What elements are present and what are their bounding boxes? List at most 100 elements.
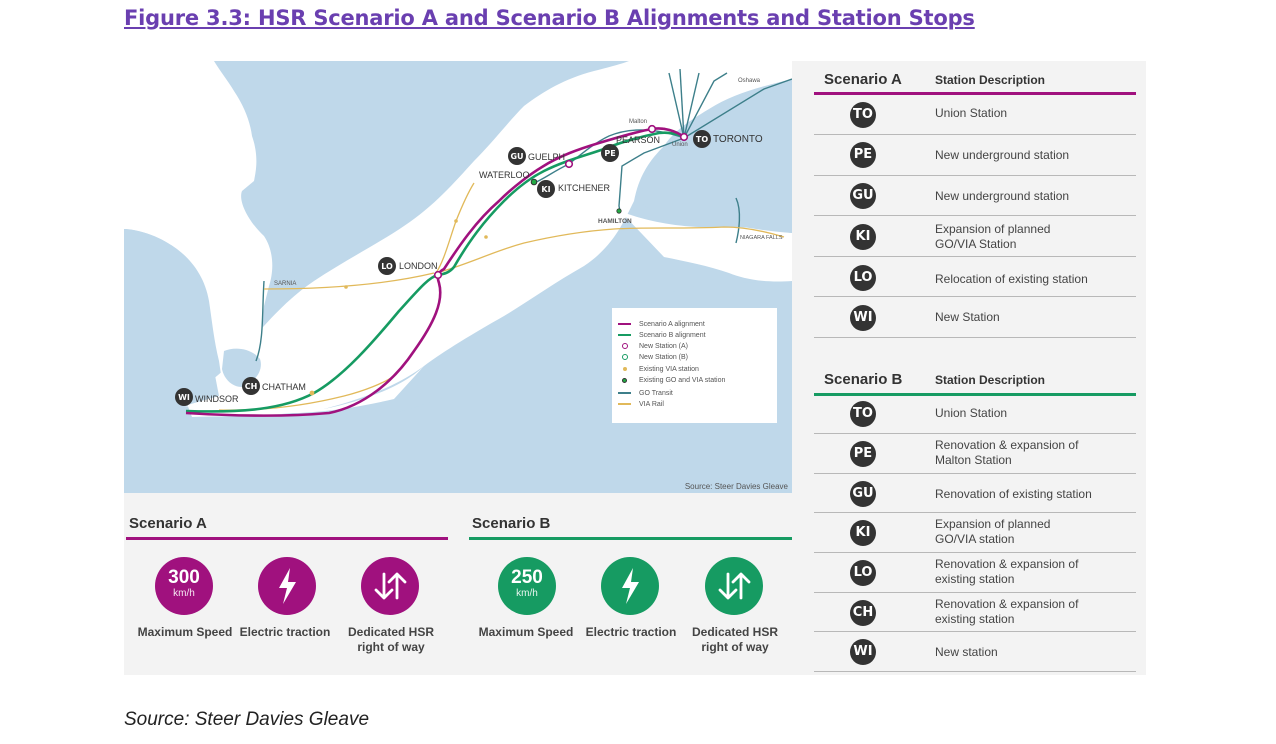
via-stop <box>484 235 488 239</box>
summary-a-rule <box>126 537 448 540</box>
station-badge: PE <box>850 441 876 467</box>
speed-value: 300 <box>168 567 200 588</box>
table-b-col-header: Station Description <box>935 373 1046 387</box>
station-desc: Union Station <box>935 406 1008 420</box>
station-badge: PE <box>850 142 876 168</box>
label-toronto: TORONTO <box>713 134 763 145</box>
two-way-arrows-icon <box>361 557 419 615</box>
legend-label: Scenario B alignment <box>639 332 706 339</box>
table-a-header: Scenario A <box>824 71 902 88</box>
legend-item: New Station (B) <box>618 354 688 361</box>
badge-lo-text: LO <box>381 262 393 271</box>
station-desc: New station <box>935 645 998 659</box>
scenario-a-route <box>185 127 685 417</box>
route-map: Oshawa Malton Union HAMILTON NIAGARA FAL… <box>124 61 792 493</box>
legend-label: Existing VIA station <box>639 366 699 373</box>
legend-swatch <box>618 334 631 337</box>
legend-swatch <box>618 403 631 405</box>
table-row: KI Expansion of planned GO/VIA station <box>814 513 1136 553</box>
lake-ontario <box>642 83 792 233</box>
station-london <box>433 270 443 280</box>
legend-swatch <box>618 323 631 326</box>
legend-label: New Station (A) <box>639 343 689 350</box>
legend-label: Existing GO and VIA station <box>639 377 726 384</box>
summary-b-header: Scenario B <box>472 515 551 532</box>
speed-badge-b: 250 km/h <box>498 557 556 615</box>
table-row: LO Relocation of existing station <box>814 257 1136 297</box>
land-windsor <box>184 366 424 413</box>
label-waterloo: WATERLOO <box>479 170 530 180</box>
legend-label: New Station (B) <box>639 354 689 361</box>
feature-label-traction: Electric traction <box>585 625 677 639</box>
station-desc: New Station <box>935 310 1000 324</box>
station-desc: Relocation of existing station <box>935 272 1088 286</box>
label-niagara: NIAGARA FALLS <box>740 235 783 241</box>
badge-ch-text: CH <box>245 382 258 391</box>
summary-b-rule <box>469 537 792 540</box>
legend-item: GO Transit <box>618 390 673 397</box>
legend-label: VIA Rail <box>639 401 664 408</box>
via-stop <box>454 219 458 223</box>
source-note: Source: Steer Davies Gleave <box>124 709 370 730</box>
badge-ki <box>537 180 555 198</box>
map-canvas: Oshawa Malton Union HAMILTON NIAGARA FAL… <box>124 61 792 493</box>
station-badge: CH <box>850 600 876 626</box>
station-desc: New underground station <box>935 148 1070 162</box>
feature-label-row: Dedicated HSR right of way <box>347 625 435 654</box>
feature-label-speed: Maximum Speed <box>137 625 233 639</box>
speed-badge-a: 300 km/h <box>155 557 213 615</box>
label-malton: Malton <box>629 119 647 125</box>
feature-label-row: Dedicated HSR right of way <box>691 625 779 654</box>
station-badge: WI <box>850 305 876 331</box>
legend-label: GO Transit <box>639 390 673 397</box>
label-london: LONDON <box>399 261 438 271</box>
station-badge: KI <box>850 520 876 546</box>
land-main <box>186 61 792 417</box>
station-pearson <box>647 124 657 134</box>
speed-unit: km/h <box>516 588 538 599</box>
station-desc: Renovation of existing station <box>935 487 1092 501</box>
legend-item: Scenario B alignment <box>618 332 706 339</box>
speed-unit: km/h <box>173 588 195 599</box>
badge-lo <box>378 257 396 275</box>
two-way-arrows-icon <box>705 557 763 615</box>
table-row: PE Renovation & expansion of Malton Stat… <box>814 434 1136 474</box>
station-desc: Expansion of planned GO/VIA station <box>935 517 1051 546</box>
legend-item: VIA Rail <box>618 401 664 408</box>
badge-wi-text: WI <box>178 393 190 402</box>
feature-label-traction: Electric traction <box>239 625 331 639</box>
station-guelph <box>564 159 574 169</box>
station-badge: LO <box>850 265 876 291</box>
label-guelph: GUELPH <box>528 152 565 162</box>
lightning-icon <box>601 557 659 615</box>
label-chatham: CHATHAM <box>262 382 306 392</box>
table-row: LO Renovation & expansion of existing st… <box>814 553 1136 593</box>
table-row: GU New underground station <box>814 176 1136 216</box>
station-desc: Expansion of planned GO/VIA Station <box>935 222 1051 251</box>
table-row: WI New station <box>814 632 1136 672</box>
summary-a-header: Scenario A <box>129 515 207 532</box>
legend-item: Existing VIA station <box>618 366 699 373</box>
station-chatham <box>309 390 315 396</box>
legend-label: Scenario A alignment <box>639 321 705 328</box>
georgian-bay <box>124 229 219 411</box>
station-hamilton <box>616 208 622 214</box>
via-stop <box>344 285 348 289</box>
label-windsor: WINDSOR <box>195 394 239 404</box>
label-hamilton: HAMILTON <box>598 218 632 225</box>
badge-gu-text: GU <box>510 152 523 161</box>
station-desc: Union Station <box>935 106 1008 120</box>
label-kitchener: KITCHENER <box>558 183 611 193</box>
lightning-icon <box>258 557 316 615</box>
station-kitchener <box>530 178 538 186</box>
legend-swatch <box>622 354 628 361</box>
map-legend: Scenario A alignment Scenario B alignmen… <box>612 308 777 423</box>
station-badge: TO <box>850 401 876 427</box>
table-row: TO Union Station <box>814 396 1136 434</box>
legend-swatch <box>623 367 627 372</box>
table-a-rule <box>814 92 1136 95</box>
table-row: KI Expansion of planned GO/VIA Station <box>814 216 1136 257</box>
station-badge: GU <box>850 183 876 209</box>
station-badge: GU <box>850 481 876 507</box>
land-west <box>124 61 273 395</box>
